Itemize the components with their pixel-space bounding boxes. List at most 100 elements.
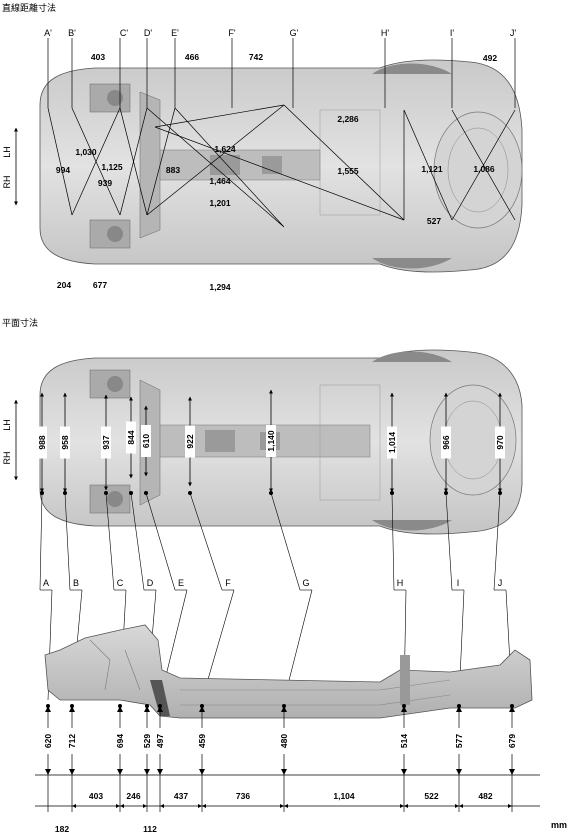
plan-leader-line	[39, 492, 43, 591]
side-height-arrow	[509, 706, 515, 712]
plan-leader-line	[270, 492, 301, 591]
side-height-arrow	[401, 706, 407, 712]
plan-point-marker	[40, 491, 44, 495]
plan-width-bg	[495, 426, 505, 459]
diagonal-value: 1,121	[421, 164, 443, 174]
side-height-value: 577	[454, 734, 464, 748]
plan-point-marker	[63, 491, 67, 495]
plan-point-marker	[390, 491, 394, 495]
diagonal-section-title: 直線距離寸法	[2, 4, 57, 14]
plan-section-title: 平面寸法	[2, 319, 39, 329]
plan-width-bg	[101, 426, 111, 459]
side-height-arrow	[281, 706, 287, 712]
diagonal-value: 1,624	[214, 144, 236, 154]
side-height-arrow	[69, 706, 75, 712]
plan-point-marker	[104, 491, 108, 495]
plan-point-marker	[188, 491, 192, 495]
side-height-bg	[507, 728, 517, 754]
plan-width-bg	[126, 421, 136, 454]
side-height-arrow	[456, 706, 462, 712]
diagonal-point-label: H'	[381, 28, 389, 38]
plan-width-bg	[441, 426, 451, 459]
side-height-value: 712	[67, 734, 77, 748]
top-dimension-lines	[47, 38, 516, 228]
plan-width-value: 937	[101, 435, 111, 449]
plan-width-value: 1,014	[387, 432, 397, 454]
plan-width-value: 966	[441, 435, 451, 449]
plan-width-bg	[141, 425, 151, 457]
side-height-value: 514	[399, 734, 409, 748]
side-height-arrow	[456, 769, 462, 775]
bottom-dimension-value: 403	[89, 791, 103, 801]
bottom-dimension-value: 736	[236, 791, 250, 801]
diagonal-value: 1,125	[101, 162, 123, 172]
side-height-bg	[399, 728, 409, 754]
plan-width-value: 922	[185, 434, 195, 448]
side-height-bg	[197, 728, 207, 754]
side-height-arrow	[509, 769, 515, 775]
side-height-value: 459	[197, 734, 207, 748]
diagonal-value: 403	[91, 52, 105, 62]
plan-point-marker	[444, 491, 448, 495]
diagonal-value: 742	[249, 52, 263, 62]
diagonal-point-label: D'	[144, 28, 152, 38]
bottom-dimension-value: 437	[174, 791, 188, 801]
side-height-arrow	[144, 769, 150, 775]
diagonal-point-label: C'	[120, 28, 128, 38]
plan-point-label: B	[73, 578, 79, 588]
plan-point-label: A	[43, 578, 49, 588]
diagonal-value: 1,464	[209, 176, 231, 186]
diagonal-point-labels: A'B'C'D'E'F'G'H'I'J'	[44, 28, 516, 38]
diagonal-value: 994	[56, 165, 70, 175]
diagonal-value: 204	[57, 280, 71, 290]
plan-width-value: 844	[126, 430, 136, 444]
plan-width-bg	[37, 426, 47, 459]
top-side-arrows: LH RH	[2, 127, 18, 206]
side-height-arrow	[144, 706, 150, 712]
diagonal-value: 466	[185, 52, 199, 62]
side-height-value: 620	[43, 734, 53, 748]
plan-point-marker	[129, 491, 133, 495]
diagonal-point-label: B'	[68, 28, 76, 38]
plan-width-bg	[266, 425, 276, 457]
side-height-value: 497	[155, 734, 165, 748]
diagonal-value: 1,294	[209, 282, 231, 292]
plan-leader-line	[445, 492, 453, 591]
lh-label-top: LH	[2, 146, 12, 158]
side-height-arrow	[117, 706, 123, 712]
plan-point-label: C	[117, 578, 124, 588]
side-height-arrow	[199, 706, 205, 712]
plan-width-value: 988	[37, 435, 47, 449]
side-height-arrow	[117, 769, 123, 775]
plan-point-label: J	[498, 578, 503, 588]
side-height-bg	[454, 728, 464, 754]
plan-point-label: G	[302, 578, 309, 588]
plan-width-value: 958	[60, 435, 70, 449]
rh-label-plan: RH	[2, 452, 12, 465]
plan-point-label: D	[147, 578, 154, 588]
side-height-bg	[67, 728, 77, 754]
side-height-value: 480	[279, 734, 289, 748]
diagonal-value: 1,555	[337, 166, 359, 176]
side-height-value: 694	[115, 734, 125, 748]
bottom-dimension-chain	[35, 774, 540, 807]
rh-label-top: RH	[2, 176, 12, 189]
plan-width-bg	[387, 426, 397, 459]
diagonal-point-label: F'	[228, 28, 235, 38]
plan-width-value: 610	[141, 434, 151, 448]
plan-leader-line	[105, 492, 115, 591]
side-height-bg	[279, 728, 289, 754]
diagonal-value: 1,201	[209, 198, 231, 208]
plan-leader-line	[130, 492, 145, 591]
bottom-dimension-value: 482	[478, 791, 492, 801]
side-height-bg	[142, 728, 152, 754]
bottom-dimension-value: 112	[143, 824, 157, 834]
plan-leader-line	[493, 492, 501, 591]
plan-leader-line	[391, 492, 395, 591]
side-view-drawing	[44, 624, 533, 719]
plan-point-marker	[269, 491, 273, 495]
side-height-value: 529	[142, 734, 152, 748]
